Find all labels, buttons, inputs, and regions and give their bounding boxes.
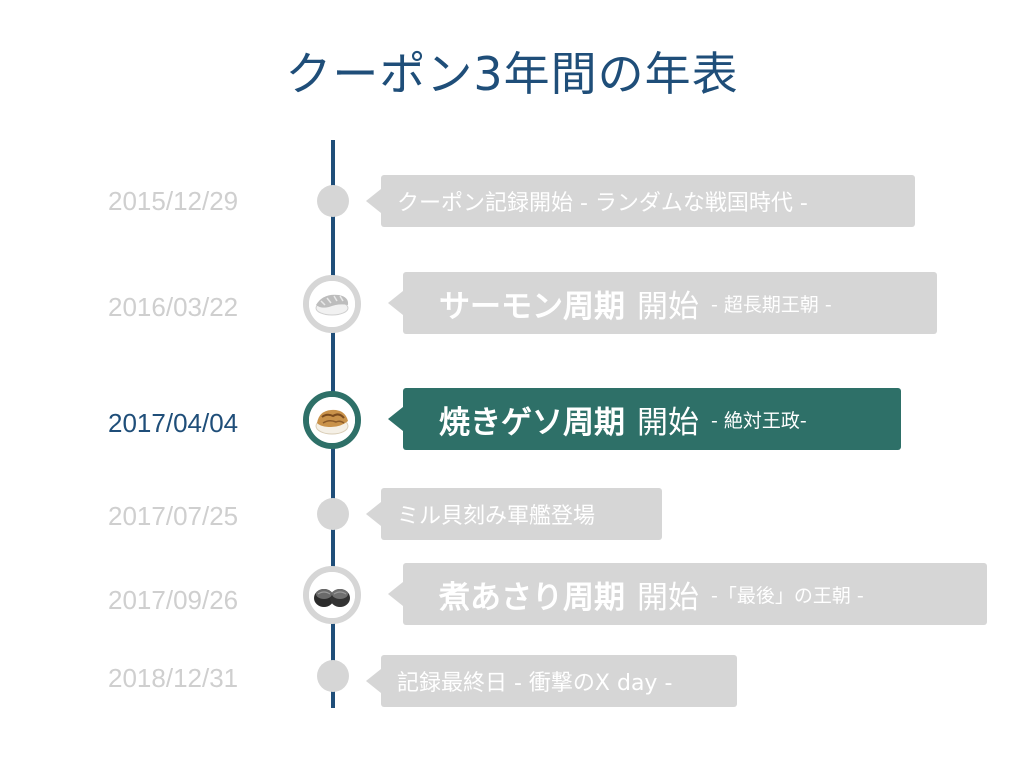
page-title: クーポン3年間の年表 xyxy=(285,47,739,101)
event-bubble: 記録最終日 - 衝撃のX day - xyxy=(366,655,737,707)
event-main-label: サーモン周期 xyxy=(439,288,625,325)
event-bubble: ミル貝刻み軍艦登場 xyxy=(366,488,662,540)
event-start-label: 開始 xyxy=(637,404,699,441)
event-sub-label: - 超長期王朝 - xyxy=(711,293,832,316)
event-bubble: 煮あさり周期 開始 -「最後」の王朝 - xyxy=(388,563,987,625)
timeline-dot xyxy=(317,660,349,692)
event-date: 2015/12/29 xyxy=(108,186,239,216)
event-date: 2017/09/26 xyxy=(108,585,239,615)
salmon-sushi-icon xyxy=(303,275,361,333)
event-text: クーポン記録開始 - ランダムな戦国時代 - xyxy=(397,191,808,216)
event-sub-label: - 絶対王政- xyxy=(711,409,807,432)
timeline-dot xyxy=(317,498,349,530)
clam-gunkan-sushi-icon xyxy=(303,566,361,624)
event-text: ミル貝刻み軍艦登場 xyxy=(397,504,596,529)
event-start-label: 開始 xyxy=(637,579,699,616)
event-main-label: 煮あさり周期 xyxy=(439,579,625,616)
event-date-active: 2017/04/04 xyxy=(108,408,239,438)
timeline-dot xyxy=(317,185,349,217)
event-date: 2017/07/25 xyxy=(108,501,239,531)
event-bubble: サーモン周期 開始 - 超長期王朝 - xyxy=(388,272,937,334)
event-bubble-active: 焼きゲソ周期 開始 - 絶対王政- xyxy=(388,388,901,450)
event-date: 2018/12/31 xyxy=(108,663,239,693)
event-bubble: クーポン記録開始 - ランダムな戦国時代 - xyxy=(366,175,915,227)
event-text: 記録最終日 - 衝撃のX day - xyxy=(397,671,673,696)
grilled-squid-sushi-icon xyxy=(303,391,361,449)
event-sub-label: -「最後」の王朝 - xyxy=(711,584,864,607)
event-main-label: 焼きゲソ周期 xyxy=(439,404,625,441)
event-start-label: 開始 xyxy=(637,288,699,325)
event-date: 2016/03/22 xyxy=(108,292,239,322)
